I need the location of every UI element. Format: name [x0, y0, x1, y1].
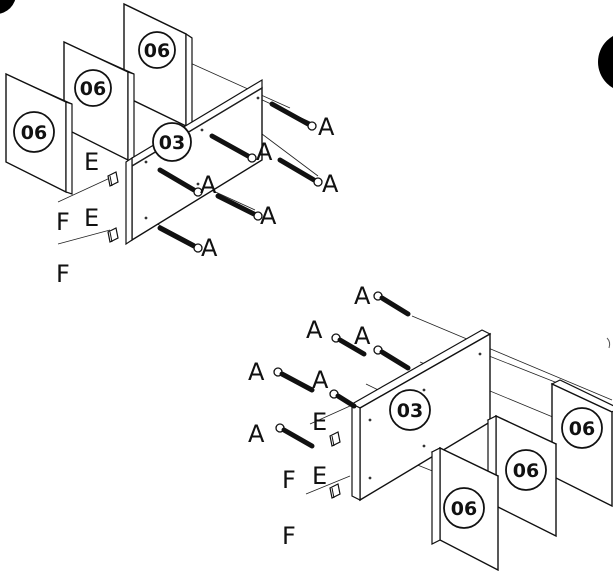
dowel-label: F: [56, 208, 70, 236]
cam-E-2: [107, 227, 119, 243]
screw-label: A: [260, 202, 277, 230]
panel-06-front: 06: [5, 72, 73, 195]
dowel-label: F: [282, 522, 296, 550]
screw-label: A: [318, 113, 335, 141]
panel-03-label: 03: [397, 400, 423, 422]
screw-A: [215, 193, 263, 221]
screw-label: A: [306, 316, 323, 344]
step-marker-right: [598, 36, 613, 88]
cam-label: E: [84, 204, 99, 232]
panel-06-near: 06: [430, 446, 500, 571]
screw-label: A: [248, 358, 265, 386]
screw-label: A: [354, 282, 371, 310]
screw-label: A: [200, 171, 217, 199]
cam-label: E: [312, 408, 327, 436]
screw-A: [275, 423, 315, 449]
screw-A: [329, 389, 357, 409]
panel-06-back: 06: [123, 2, 193, 132]
screw-A: [157, 167, 203, 197]
cam-E-1: [107, 171, 119, 187]
cam-E-4: [329, 483, 341, 499]
panel-03-bottom: 03: [350, 329, 492, 502]
screw-A: [157, 225, 203, 253]
panel-06-mid: 06: [486, 414, 558, 538]
screw-label: A: [322, 170, 339, 198]
panel-03-label: 03: [159, 132, 185, 154]
screw-A: [277, 157, 323, 187]
screw-label: A: [256, 138, 273, 166]
top-assembly: 06 06 06 03: [5, 2, 339, 288]
edge-mark: [606, 337, 611, 349]
dowel-label: F: [282, 466, 296, 494]
screw-A: [269, 101, 317, 131]
cam-label: E: [312, 462, 327, 490]
screw-A: [373, 291, 411, 317]
dowel-label: F: [56, 260, 70, 288]
panel-06-label: 06: [80, 78, 106, 100]
panel-06-label: 06: [21, 122, 47, 144]
step-marker-top-left: [0, 0, 16, 14]
screw-label: A: [201, 234, 218, 262]
panel-06-label: 06: [513, 460, 539, 482]
screw-A: [331, 333, 367, 357]
screw-A: [209, 133, 257, 163]
screw-label: A: [354, 322, 371, 350]
screw-A: [373, 345, 411, 371]
cam-label: E: [84, 148, 99, 176]
panel-03-top: 03: [125, 78, 263, 246]
panel-06-label: 06: [144, 40, 170, 62]
panel-06-label: 06: [569, 418, 595, 440]
screw-label: A: [248, 420, 265, 448]
cam-E-3: [329, 431, 341, 447]
bottom-assembly: 03 06 06 06: [248, 282, 613, 571]
screw-label: A: [312, 366, 329, 394]
screw-A: [273, 367, 315, 393]
panel-06-far: 06: [550, 379, 613, 508]
panel-06-label: 06: [451, 498, 477, 520]
